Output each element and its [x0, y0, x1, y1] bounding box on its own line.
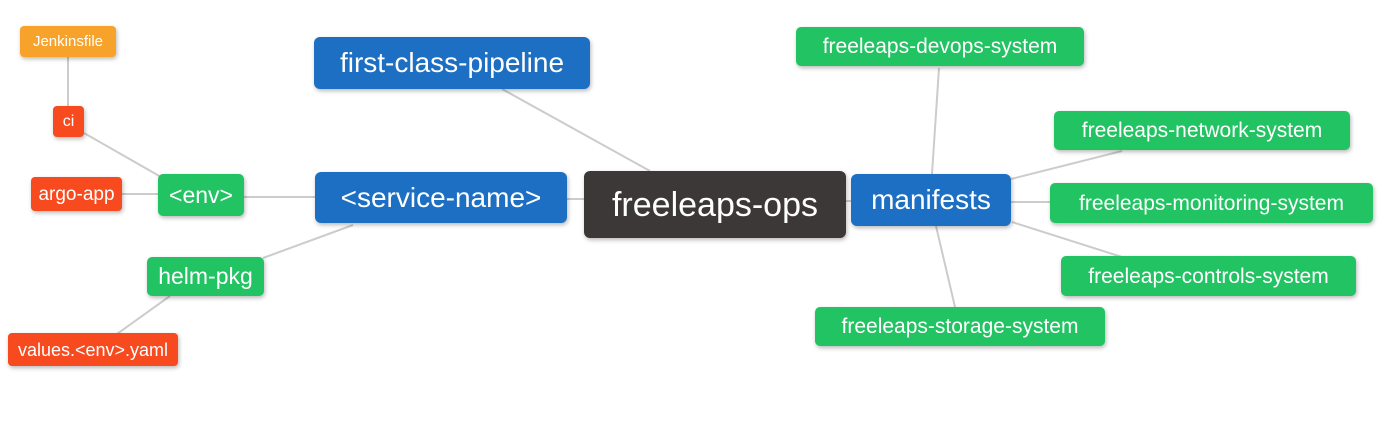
- node-manifests[interactable]: manifests: [851, 174, 1011, 226]
- node-jenkinsfile[interactable]: Jenkinsfile: [20, 26, 116, 57]
- node-argo-app[interactable]: argo-app: [31, 177, 122, 211]
- node-values-env-yaml[interactable]: values.<env>.yaml: [8, 333, 178, 366]
- node-first-class-pipeline[interactable]: first-class-pipeline: [314, 37, 590, 89]
- node-freeleaps-storage-system[interactable]: freeleaps-storage-system: [815, 307, 1105, 346]
- node-freeleaps-devops-system[interactable]: freeleaps-devops-system: [796, 27, 1084, 66]
- edge-manifests-network: [1010, 150, 1123, 180]
- edge-ci-env: [83, 132, 162, 178]
- node-service-name[interactable]: <service-name>: [315, 172, 567, 223]
- edge-service-name-helm-pkg: [262, 224, 354, 259]
- edge-manifests-controls: [1011, 221, 1123, 258]
- edge-manifests-devops: [931, 67, 940, 175]
- edge-pipeline-freeleaps-ops: [501, 88, 651, 172]
- node-freeleaps-controls-system[interactable]: freeleaps-controls-system: [1061, 256, 1356, 296]
- edge-manifests-storage: [935, 225, 956, 308]
- node-freeleaps-ops-root[interactable]: freeleaps-ops: [584, 171, 846, 238]
- node-helm-pkg[interactable]: helm-pkg: [147, 257, 264, 296]
- node-env[interactable]: <env>: [158, 174, 244, 216]
- edge-helm-pkg-values: [116, 295, 171, 335]
- node-freeleaps-monitoring-system[interactable]: freeleaps-monitoring-system: [1050, 183, 1373, 223]
- node-ci[interactable]: ci: [53, 106, 84, 137]
- node-freeleaps-network-system[interactable]: freeleaps-network-system: [1054, 111, 1350, 150]
